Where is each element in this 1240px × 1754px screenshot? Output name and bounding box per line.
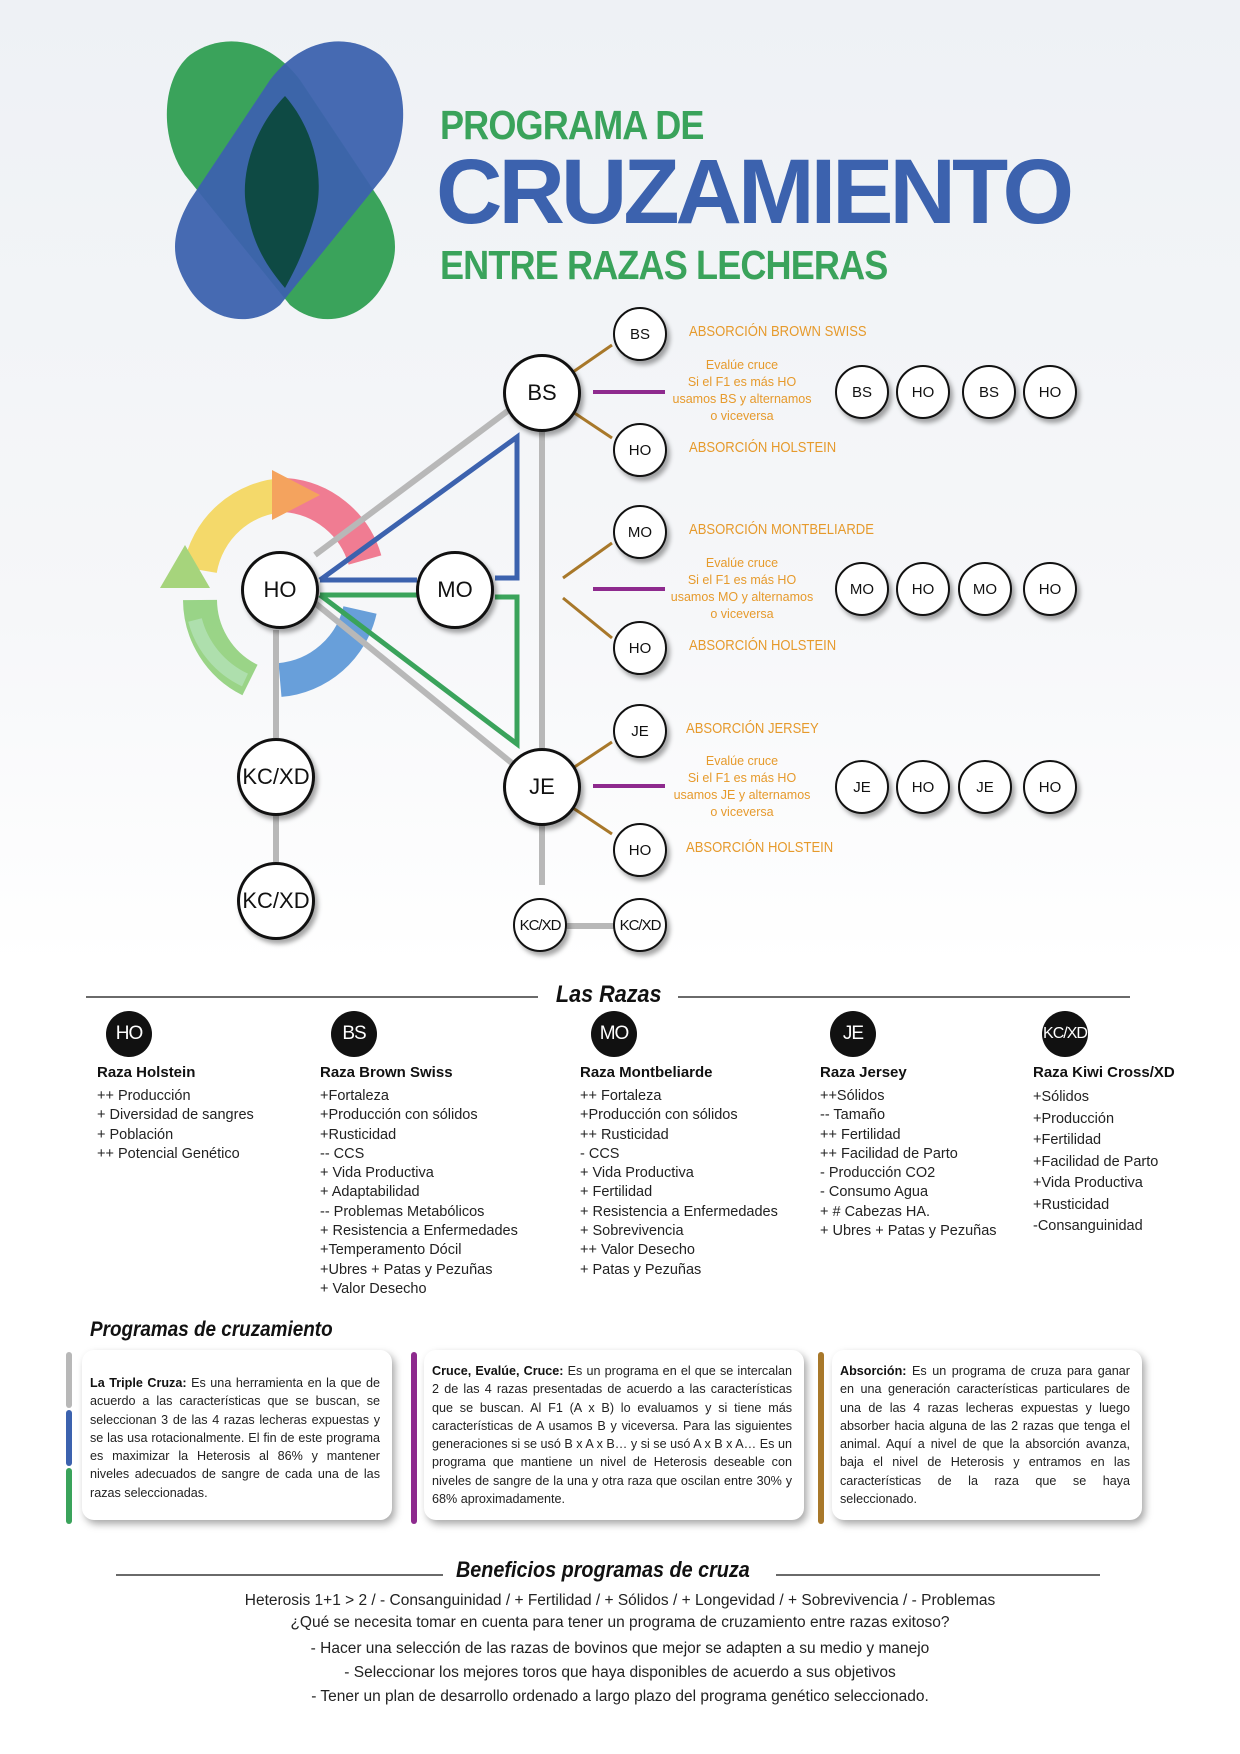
node-mo-absorcion: MO: [613, 505, 667, 559]
node-ho-absorcion-je: HO: [613, 823, 667, 877]
card-1-bar-gray: [66, 1352, 72, 1408]
logo-x: [166, 41, 404, 320]
breed-brown-swiss: Raza Brown Swiss +Fortaleza+Producción c…: [320, 1064, 560, 1299]
badge-je: JE: [830, 1011, 876, 1057]
breed-name: Raza Kiwi Cross/XD: [1033, 1064, 1175, 1081]
seq-je-2: HO: [896, 760, 950, 814]
node-ho-absorcion-bs: HO: [613, 423, 667, 477]
seq-je-3: JE: [958, 760, 1012, 814]
breed-kiwi-cross: Raza Kiwi Cross/XD +Sólidos+Producción+F…: [1033, 1064, 1233, 1238]
card-text: Es una herramienta en la que de acuerdo …: [90, 1376, 380, 1500]
breed-traits: ++Sólidos-- Tamaño++ Fertilidad++ Facili…: [820, 1088, 997, 1240]
breed-name: Raza Montbeliarde: [580, 1064, 713, 1081]
seq-mo-4: HO: [1023, 562, 1077, 616]
breed-traits: ++ Fortaleza+Producción con sólidos++ Ru…: [580, 1088, 778, 1278]
label-absorcion-brown-swiss: ABSORCIÓN BROWN SWISS: [689, 324, 867, 340]
title-line-3: ENTRE RAZAS LECHERAS: [440, 242, 888, 288]
label-absorcion-holstein-je: ABSORCIÓN HOLSTEIN: [686, 840, 834, 856]
title-line-2: CRUZAMIENTO: [436, 141, 1074, 243]
beneficios-question: ¿Qué se necesita tomar en cuenta para te…: [290, 1614, 950, 1631]
label-absorcion-montbeliarde: ABSORCIÓN MONTBELIARDE: [689, 522, 874, 538]
node-bs-center: BS: [503, 354, 581, 432]
seq-mo-1: MO: [835, 562, 889, 616]
label-absorcion-jersey: ABSORCIÓN JERSEY: [686, 721, 819, 737]
seq-bs-3: BS: [962, 365, 1016, 419]
badge-bs: BS: [331, 1011, 377, 1057]
badge-kcxd: KC/XD: [1042, 1011, 1088, 1057]
section-title-razas: Las Razas: [555, 981, 662, 1008]
breed-name: Raza Holstein: [97, 1064, 196, 1081]
section-title-beneficios: Beneficios programas de cruza: [456, 1557, 750, 1582]
breed-traits: +Fortaleza+Producción con sólidos+Rustic…: [320, 1088, 518, 1297]
node-kcxd-bottom-1: KC/XD: [513, 898, 567, 952]
label-absorcion-holstein-bs: ABSORCIÓN HOLSTEIN: [689, 440, 837, 456]
seq-je-1: JE: [835, 760, 889, 814]
node-ho-center: HO: [241, 551, 319, 629]
seq-je-4: HO: [1023, 760, 1077, 814]
node-ho-absorcion-mo: HO: [613, 621, 667, 675]
card-text: Es un programa en el que se intercalan 2…: [432, 1364, 793, 1507]
breed-name: Raza Jersey: [820, 1064, 907, 1081]
card-term: Absorción:: [840, 1364, 907, 1378]
seq-bs-4: HO: [1023, 365, 1077, 419]
card-term: La Triple Cruza:: [90, 1376, 187, 1390]
beneficios-item: - Seleccionar los mejores toros que haya…: [344, 1664, 896, 1681]
card-2-bar: [411, 1352, 417, 1524]
breed-name: Raza Brown Swiss: [320, 1064, 453, 1081]
card-triple-cruza: La Triple Cruza: Es una herramienta en l…: [82, 1350, 392, 1520]
beneficios-item: - Tener un plan de desarrollo ordenado a…: [311, 1688, 929, 1705]
node-kcxd-left-1: KC/XD: [237, 738, 315, 816]
title-line-1: PROGRAMA DE: [440, 102, 704, 148]
node-kcxd-bottom-2: KC/XD: [613, 898, 667, 952]
card-term: Cruce, Evalúe, Cruce:: [432, 1364, 564, 1378]
card-text: Es un programa de cruza para ganar en un…: [840, 1364, 1130, 1507]
seq-mo-2: HO: [896, 562, 950, 616]
node-je-absorcion: JE: [613, 704, 667, 758]
badge-ho: HO: [106, 1011, 152, 1057]
card-1-bar-green: [66, 1468, 72, 1524]
seq-bs-1: BS: [835, 365, 889, 419]
breed-traits: +Sólidos+Producción+Fertilidad+Facilidad…: [1033, 1089, 1159, 1234]
card-absorcion: Absorción: Es un programa de cruza para …: [832, 1350, 1142, 1520]
node-je-center: JE: [503, 748, 581, 826]
node-bs-absorcion: BS: [613, 307, 667, 361]
breed-montbeliarde: Raza Montbeliarde ++ Fortaleza+Producció…: [580, 1064, 820, 1280]
card-1-bar-blue: [66, 1410, 72, 1466]
breed-jersey: Raza Jersey ++Sólidos-- Tamaño++ Fertili…: [820, 1064, 1060, 1241]
node-mo-center: MO: [416, 551, 494, 629]
section-title-programas: Programas de cruzamiento: [90, 1318, 333, 1341]
breed-holstein: Raza Holstein ++ Producción+ Diversidad …: [97, 1064, 337, 1164]
badge-mo: MO: [591, 1011, 637, 1057]
node-kcxd-left-2: KC/XD: [237, 862, 315, 940]
seq-bs-2: HO: [896, 365, 950, 419]
label-absorcion-holstein-mo: ABSORCIÓN HOLSTEIN: [689, 638, 837, 654]
seq-mo-3: MO: [958, 562, 1012, 616]
beneficios-item: - Hacer una selección de las razas de bo…: [310, 1640, 930, 1657]
card-cruce-evalue-cruce: Cruce, Evalúe, Cruce: Es un programa en …: [424, 1350, 804, 1520]
card-3-bar: [818, 1352, 824, 1524]
beneficios-summary: Heterosis 1+1 > 2 / - Consanguinidad / +…: [244, 1592, 996, 1609]
breed-traits: ++ Producción+ Diversidad de sangres+ Po…: [97, 1088, 254, 1162]
